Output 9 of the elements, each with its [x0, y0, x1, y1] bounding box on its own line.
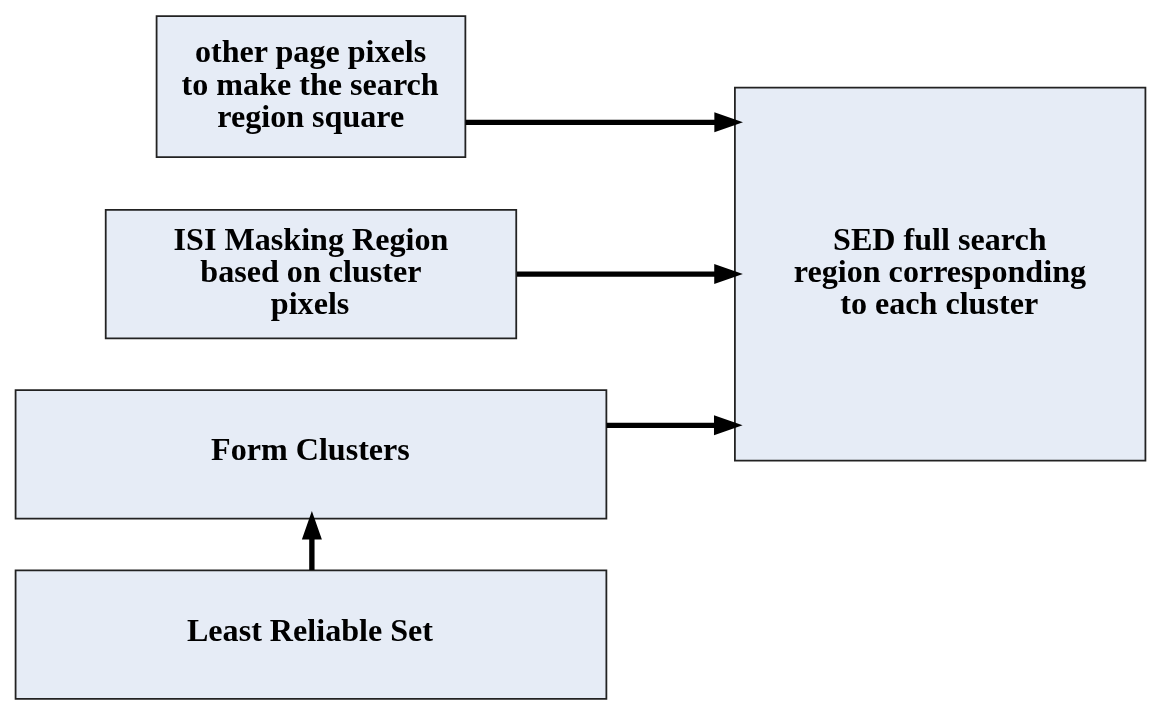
- node-box: SED full search region corresponding to each cluster: [734, 86, 1147, 462]
- node-box: Least Reliable Set: [14, 569, 608, 700]
- node-box: ISI Masking Region based on cluster pixels: [104, 208, 518, 340]
- node-box: other page pixels to make the search region square: [155, 15, 467, 159]
- arrow: [606, 415, 743, 436]
- node-box: Form Clusters: [14, 389, 608, 520]
- arrow: [465, 112, 743, 133]
- arrow: [301, 510, 322, 571]
- arrow: [517, 264, 743, 285]
